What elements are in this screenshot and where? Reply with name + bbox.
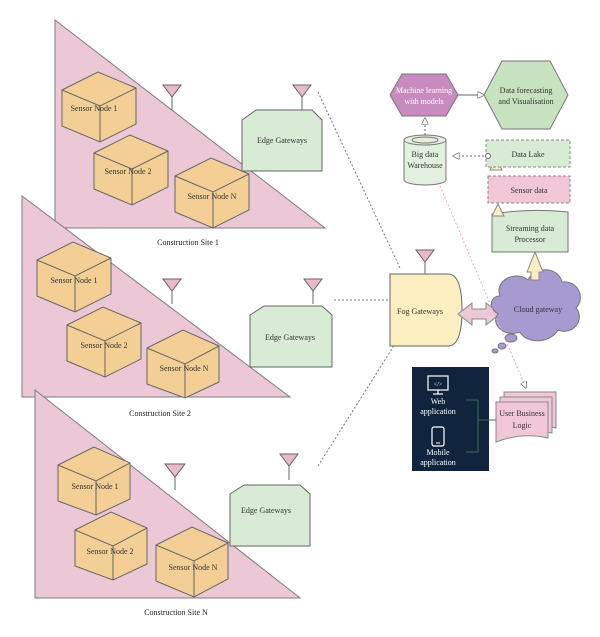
sensor-node-cube: Sensor Node N bbox=[174, 157, 250, 229]
data-lake-label: Data Lake bbox=[511, 150, 545, 159]
applications-panel: </> Web application Mobile application bbox=[412, 367, 489, 471]
big-data-warehouse: Big data Warehouse bbox=[403, 134, 447, 186]
sensor-node-cube: Sensor Node N bbox=[155, 526, 229, 598]
streaming-processor-line1: Streaming data bbox=[506, 224, 555, 233]
forecast-hexagon: Data forecasting and Visualisation bbox=[483, 60, 569, 130]
forecast-line2: and Visualisation bbox=[498, 97, 553, 106]
construction-site-2: Sensor Node 1 Sensor Node 2 Sensor Node … bbox=[21, 195, 333, 418]
streaming-processor-box: Streaming data Processor bbox=[491, 209, 569, 253]
web-app-line1: Web bbox=[431, 397, 445, 406]
fog-gateway-box: Fog Gateways bbox=[389, 273, 463, 347]
edge-gateway-box: Edge Gateways bbox=[249, 305, 333, 368]
construction-site-n: Sensor Node 1 Sensor Node 2 Sensor Node … bbox=[34, 388, 311, 617]
sensor-node-label: Sensor Node N bbox=[188, 192, 237, 201]
user-business-logic-docs: User Business Logic bbox=[495, 391, 557, 443]
lake-warehouse-link bbox=[453, 154, 491, 159]
antenna-icon bbox=[279, 453, 299, 480]
sensor-node-cube: Sensor Node N bbox=[146, 329, 220, 399]
sensor-node-label: Sensor Node 2 bbox=[104, 167, 151, 176]
gateway-links bbox=[317, 91, 401, 467]
up-arrow-cloud-stream bbox=[526, 250, 544, 281]
warehouse-line2: Warehouse bbox=[407, 161, 443, 170]
site-caption: Construction Site 2 bbox=[129, 409, 191, 418]
sensor-node-label: Sensor Node 1 bbox=[50, 276, 97, 285]
smartphone-icon bbox=[431, 426, 445, 447]
site-caption: Construction Site N bbox=[144, 608, 208, 617]
monitor-code-glyph: </> bbox=[434, 382, 443, 388]
edge-gateway-box: Edge Gateways bbox=[241, 109, 323, 172]
sensor-node-cube: Sensor Node 1 bbox=[36, 241, 112, 313]
edge-gateway-box: Edge Gateways bbox=[229, 484, 311, 547]
sensor-data-box: Sensor data bbox=[487, 175, 571, 204]
edge-gateway-label: Edge Gateways bbox=[265, 333, 315, 342]
business-logic-line1: User Business bbox=[499, 409, 545, 418]
web-app-line2: application bbox=[420, 407, 456, 416]
sensor-node-label: Sensor Node 2 bbox=[86, 547, 133, 556]
sensor-node-label: Sensor Node 2 bbox=[80, 341, 127, 350]
ml-line1: Machine learning bbox=[396, 86, 452, 95]
up-arrow-stream-sensor bbox=[491, 202, 505, 217]
edge-gateway-label: Edge Gateways bbox=[257, 136, 307, 145]
antenna-icon bbox=[292, 84, 312, 110]
edge-gateway-label: Edge Gateways bbox=[241, 506, 291, 515]
sensor-node-cube: Sensor Node 2 bbox=[66, 306, 142, 378]
antenna-icon bbox=[162, 84, 182, 110]
sensor-node-cube: Sensor Node 2 bbox=[74, 511, 148, 581]
antenna-icon bbox=[303, 278, 323, 304]
sensor-node-label: Sensor Node 1 bbox=[71, 482, 118, 491]
ml-line2: with models bbox=[404, 97, 443, 106]
sensor-node-cube: Sensor Node 1 bbox=[57, 446, 131, 516]
warehouse-line1: Big data bbox=[412, 150, 439, 159]
sensor-data-label: Sensor data bbox=[510, 186, 548, 195]
data-lake-box: Data Lake bbox=[485, 139, 571, 168]
antenna-icon bbox=[163, 463, 187, 490]
mobile-app-line2: application bbox=[420, 458, 456, 467]
antenna-icon bbox=[162, 278, 182, 304]
warehouse-business-link bbox=[439, 185, 526, 388]
sensor-node-cube: Sensor Node 2 bbox=[93, 134, 169, 206]
business-logic-line2: Logic bbox=[513, 421, 532, 430]
sensor-node-label: Sensor Node 1 bbox=[70, 104, 117, 113]
site-caption: Construction Site 1 bbox=[157, 238, 219, 247]
cloud-gateway-label: Cloud gateway bbox=[514, 305, 562, 314]
machine-learning-hexagon: Machine learning with models bbox=[389, 73, 459, 117]
cloud-gateway: Cloud gateway bbox=[491, 269, 581, 354]
fog-gateway-label: Fog Gateways bbox=[397, 307, 443, 316]
sensor-node-cube: Sensor Node 1 bbox=[61, 71, 137, 143]
streaming-processor-line2: Processor bbox=[514, 235, 545, 244]
antenna-icon bbox=[415, 249, 435, 274]
mobile-app-line1: Mobile bbox=[426, 448, 450, 457]
sensor-node-label: Sensor Node N bbox=[169, 563, 218, 572]
apps-business-bracket bbox=[466, 399, 496, 453]
forecast-line1: Data forecasting bbox=[500, 86, 553, 95]
monitor-code-icon: </> bbox=[427, 375, 449, 395]
construction-site-1: Sensor Node 1 Sensor Node 2 Sensor Node … bbox=[54, 18, 327, 247]
sensor-node-label: Sensor Node N bbox=[160, 364, 209, 373]
